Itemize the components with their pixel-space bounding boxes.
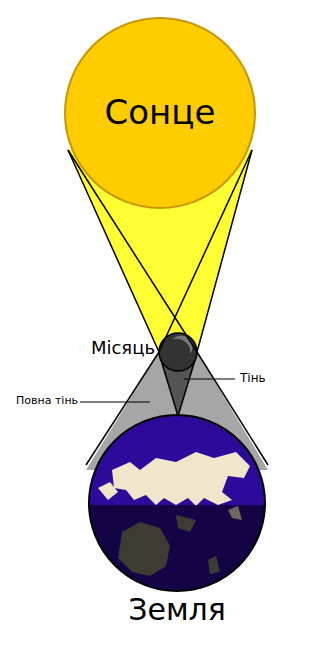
continent bbox=[98, 482, 118, 500]
leader-line bbox=[80, 402, 150, 403]
earth-outline bbox=[89, 415, 265, 591]
penumbra-label: Повна тінь bbox=[16, 395, 78, 407]
continent bbox=[112, 452, 250, 506]
moon-node: Місяць bbox=[159, 333, 197, 371]
ray-lines bbox=[68, 150, 268, 465]
earth-node: Земля bbox=[89, 415, 265, 591]
node-circle bbox=[65, 18, 255, 208]
leader-line bbox=[184, 379, 235, 380]
node-label: Земля bbox=[128, 593, 226, 626]
shadow-label: Тінь bbox=[240, 372, 266, 385]
node-outline bbox=[89, 415, 265, 591]
node-circle bbox=[89, 415, 265, 591]
moon-shading bbox=[172, 336, 192, 354]
node-circle bbox=[159, 333, 197, 371]
sun-node: Сонце bbox=[65, 18, 255, 208]
node-label: Сонце bbox=[105, 94, 216, 131]
earth-globe bbox=[85, 410, 275, 610]
node-label: Місяць bbox=[91, 338, 155, 358]
node-outline bbox=[159, 333, 197, 371]
sun-disc bbox=[65, 18, 255, 208]
